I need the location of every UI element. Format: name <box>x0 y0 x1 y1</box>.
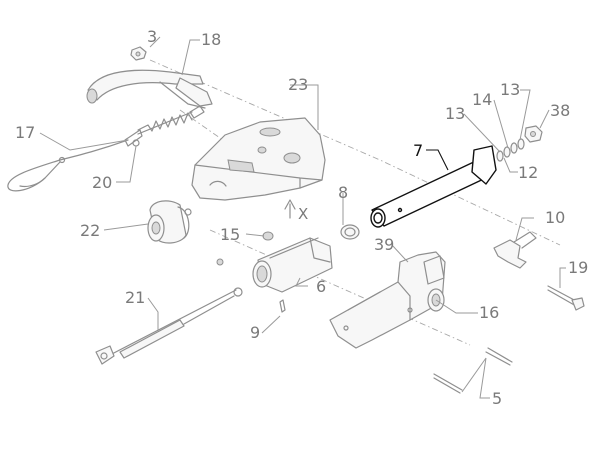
callout-10: 10 <box>545 208 565 227</box>
callout-15: 15 <box>220 225 240 244</box>
part-19-bolt <box>547 285 585 311</box>
callout-7: 7 <box>413 141 423 160</box>
part-38-nut <box>524 125 543 143</box>
callout-14: 14 <box>472 90 492 109</box>
part-10-clip <box>493 231 537 269</box>
callout-21: 21 <box>125 288 145 307</box>
callout-12: 12 <box>518 163 538 182</box>
callout-18: 18 <box>201 30 221 49</box>
callout-13-right: 13 <box>500 80 520 99</box>
part-8-washer <box>340 224 360 240</box>
direction-marker: X <box>284 199 308 223</box>
callout-20: 20 <box>92 173 112 192</box>
callout-8: 8 <box>338 183 348 202</box>
callout-16: 16 <box>479 303 499 322</box>
callout-5: 5 <box>492 389 502 408</box>
callout-38: 38 <box>550 101 570 120</box>
callout-19: 19 <box>568 258 588 277</box>
part-13-14-washers <box>496 138 525 162</box>
part-20-spring <box>124 105 205 147</box>
part-21-strut <box>95 287 243 365</box>
part-17-cable <box>7 139 129 192</box>
part-23-cover <box>191 117 326 201</box>
part-7-tube <box>370 145 497 228</box>
callout-23: 23 <box>288 75 308 94</box>
part-7-leader <box>426 149 449 171</box>
centerline-upper <box>149 59 561 246</box>
callout-17: 17 <box>15 123 35 142</box>
callout-13-left: 13 <box>445 104 465 123</box>
callout-6: 6 <box>316 277 326 296</box>
callout-22: 22 <box>80 221 100 240</box>
part-3-nut <box>130 46 147 61</box>
part-9-pin <box>279 299 286 313</box>
part-6-cylinder <box>252 237 333 293</box>
part-18-handle <box>86 69 213 109</box>
callout-3: 3 <box>147 27 157 46</box>
callout-9: 9 <box>250 323 260 342</box>
callout-39: 39 <box>374 235 394 254</box>
part-5-pins <box>433 347 513 394</box>
part-22-roller <box>147 200 192 244</box>
part-39-frame <box>329 251 446 349</box>
direction-label: X <box>298 205 308 223</box>
